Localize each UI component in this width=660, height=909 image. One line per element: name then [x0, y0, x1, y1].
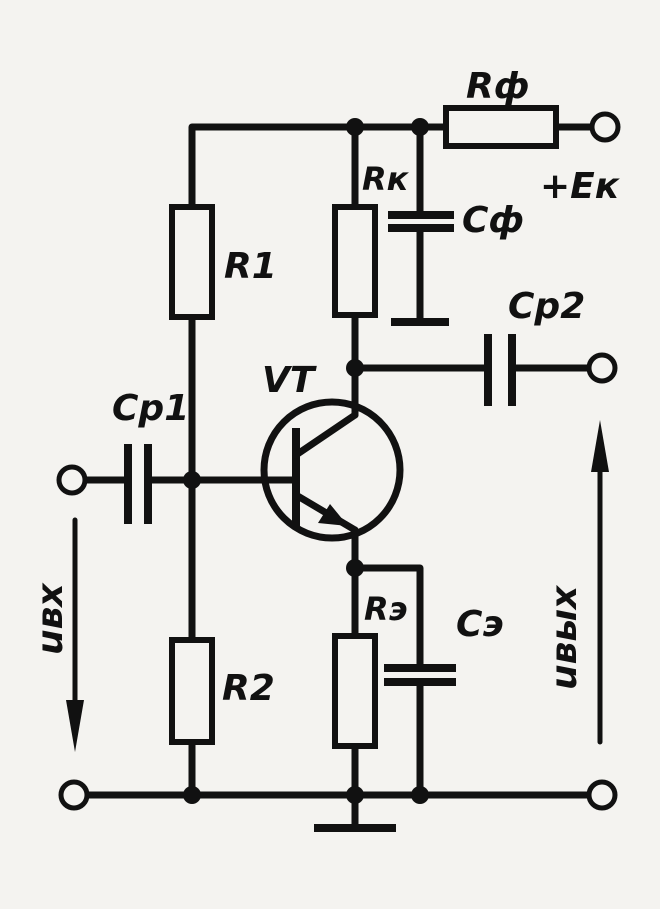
label-u-out: uвых: [544, 584, 585, 690]
transistor-collector-lead: [292, 411, 359, 459]
terminal-ground-left: [58, 779, 90, 811]
resistor-rf: [443, 105, 559, 149]
label-cf: Cф: [462, 200, 524, 241]
capacitor-cf: [388, 211, 454, 326]
resistor-r1: [169, 204, 215, 320]
resistor-re: [332, 633, 378, 749]
resistor-r2: [169, 637, 215, 745]
label-r1: R1: [224, 246, 277, 287]
transistor-vt: [260, 398, 404, 542]
emitter-to-ce-wire: [351, 564, 424, 672]
resistor-rk: [332, 204, 378, 318]
terminal-output: [586, 352, 618, 384]
capacitor-cp2: [484, 334, 516, 406]
terminal-input: [56, 464, 88, 496]
label-r2: R2: [222, 668, 275, 709]
label-ce: Cэ: [456, 604, 504, 645]
capacitor-ce: [384, 664, 456, 686]
label-vt: VT: [262, 360, 317, 401]
arrow-down-icon: [66, 700, 84, 752]
emitter-arrow-icon: [318, 504, 348, 526]
terminal-ground-right: [586, 779, 618, 811]
capacitor-cp1: [124, 444, 152, 524]
label-ek: +Eк: [540, 166, 621, 207]
label-rk: Rк: [362, 160, 410, 198]
labels: Rф +Eк Rк Cф R1 Cp2 VT Cp1 Rэ Cэ R2 uвх …: [30, 66, 621, 709]
label-cp2: Cp2: [508, 286, 585, 327]
output-voltage-arrow: [591, 420, 609, 745]
wires: [80, 123, 596, 829]
junction-dots: [183, 118, 429, 804]
label-re: Rэ: [364, 590, 408, 628]
label-u-in: uвх: [30, 582, 71, 655]
label-rf: Rф: [466, 66, 529, 107]
terminal-supply: [589, 111, 621, 143]
input-voltage-arrow: [66, 517, 84, 752]
arrow-up-icon: [591, 420, 609, 472]
label-cp1: Cp1: [112, 388, 189, 429]
